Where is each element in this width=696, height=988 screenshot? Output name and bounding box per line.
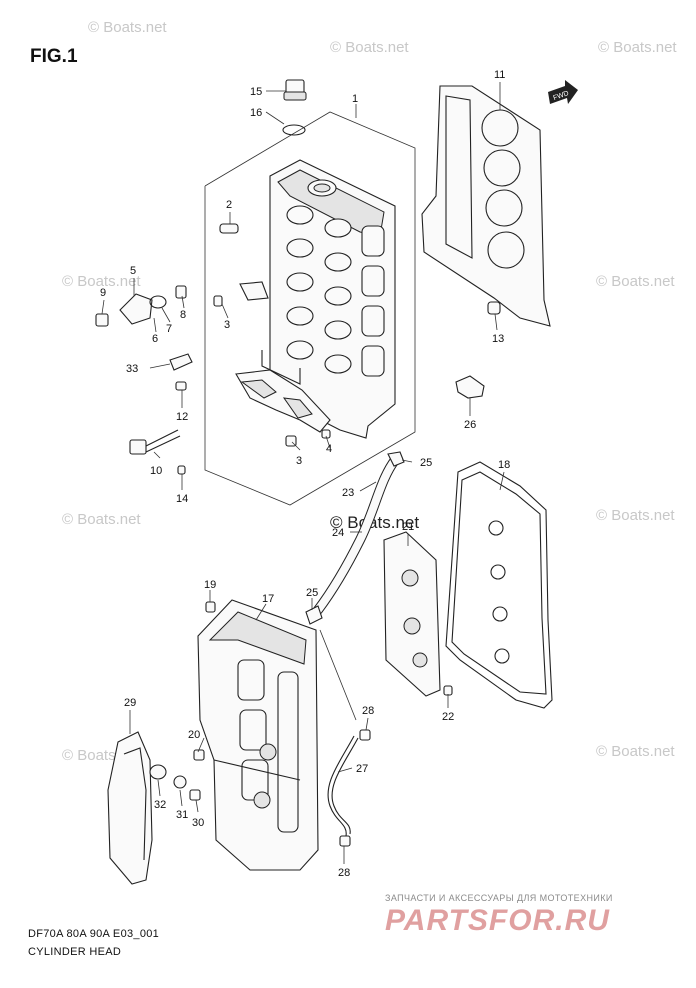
callout-17: 17 xyxy=(262,593,274,605)
hose-clip xyxy=(305,605,323,625)
callout-20: 20 xyxy=(188,729,200,741)
bracket xyxy=(239,281,269,301)
head-cover-gasket xyxy=(445,461,553,709)
callout-8: 8 xyxy=(180,309,186,321)
callout-33: 33 xyxy=(126,363,138,375)
callout-3: 3 xyxy=(224,319,230,331)
watermark: © Boats.net xyxy=(596,507,675,524)
bolt xyxy=(177,465,186,475)
breather-fitting xyxy=(455,375,485,399)
bolt xyxy=(205,601,216,613)
watermark: © Boats.net xyxy=(330,513,419,532)
callout-30: 30 xyxy=(192,817,204,829)
camshaft-bearing-row xyxy=(286,205,352,374)
watermark: © Boats.net xyxy=(88,19,167,36)
cylinder-head xyxy=(261,159,396,439)
pipe-clamp xyxy=(339,835,351,847)
assembly-frame xyxy=(204,111,416,506)
side-cover xyxy=(107,731,153,885)
cylinder-head-bolt xyxy=(129,429,181,455)
watermark: © Boats.net xyxy=(62,273,141,290)
bolt xyxy=(193,749,205,761)
o-ring xyxy=(282,124,306,136)
camshaft-holders xyxy=(235,369,331,433)
callout-12: 12 xyxy=(176,411,188,423)
model-code: DF70A 80A 90A E03_001 xyxy=(28,928,160,940)
callout-21: 21 xyxy=(402,521,414,533)
callout-2: 2 xyxy=(226,199,232,211)
callout-15: 15 xyxy=(250,86,262,98)
callout-28: 28 xyxy=(338,867,350,879)
callout-11: 11 xyxy=(494,69,505,81)
figure-title: FIG.1 xyxy=(30,46,78,67)
watermark: © Boats.net xyxy=(598,39,677,56)
callout-23: 23 xyxy=(342,487,354,499)
watermark: © Boats.net xyxy=(596,743,675,760)
watermark: © Boats.net xyxy=(596,273,675,290)
leader-lines xyxy=(101,82,505,864)
bolt xyxy=(189,789,201,801)
callout-18: 18 xyxy=(498,459,510,471)
brand-tagline: ЗАПЧАСТИ И АКСЕССУАРЫ ДЛЯ МОТОТЕХНИКИ xyxy=(385,893,613,903)
dowel-pin xyxy=(487,301,501,315)
brand-logo: PARTSFOR.RU xyxy=(385,904,610,937)
callout-14: 14 xyxy=(176,493,188,505)
callout-27: 27 xyxy=(356,763,368,775)
callout-28: 28 xyxy=(362,705,374,717)
cover-gasket xyxy=(383,531,441,697)
callout-9: 9 xyxy=(100,287,106,299)
collar xyxy=(173,775,187,789)
hose-clip xyxy=(387,451,405,467)
watermark: © Boats.net xyxy=(330,39,409,56)
callout-5: 5 xyxy=(130,265,136,277)
cylinder-head-cover xyxy=(197,599,319,871)
callout-1: 1 xyxy=(352,93,358,105)
callout-24: 24 xyxy=(332,527,344,539)
bolt xyxy=(213,295,223,307)
callout-labels: 1 2 3 3 4 5 6 7 8 9 10 11 12 13 14 15 16… xyxy=(100,69,510,879)
callout-4: 4 xyxy=(326,443,332,455)
cam-position-sensor xyxy=(95,285,187,327)
plug xyxy=(175,381,187,391)
watermark: © Boats.net xyxy=(62,511,141,528)
callout-13: 13 xyxy=(492,333,504,345)
oil-pipe xyxy=(327,735,359,837)
temperature-sensor xyxy=(169,353,193,371)
callout-7: 7 xyxy=(166,323,172,335)
callout-19: 19 xyxy=(204,579,216,591)
breather-hose xyxy=(313,455,400,615)
callout-6: 6 xyxy=(152,333,158,345)
pipe-clamp xyxy=(359,729,371,741)
callout-31: 31 xyxy=(176,809,188,821)
forward-direction-arrow: FWD xyxy=(548,80,578,104)
bolt xyxy=(321,429,331,439)
callout-32: 32 xyxy=(154,799,166,811)
oil-filler-cap xyxy=(283,79,307,101)
callout-25: 25 xyxy=(420,457,432,469)
callout-29: 29 xyxy=(124,697,136,709)
side-ports xyxy=(361,225,385,377)
cylinder-head-gasket xyxy=(421,85,551,327)
callout-10: 10 xyxy=(150,465,162,477)
callout-16: 16 xyxy=(250,107,262,119)
grommet xyxy=(149,764,167,780)
callout-25: 25 xyxy=(306,587,318,599)
callout-3: 3 xyxy=(296,455,302,467)
section-name: CYLINDER HEAD xyxy=(28,946,122,958)
callout-26: 26 xyxy=(464,419,476,431)
callout-22: 22 xyxy=(442,711,454,723)
bolt xyxy=(443,685,453,696)
dowel-pin xyxy=(219,223,239,234)
